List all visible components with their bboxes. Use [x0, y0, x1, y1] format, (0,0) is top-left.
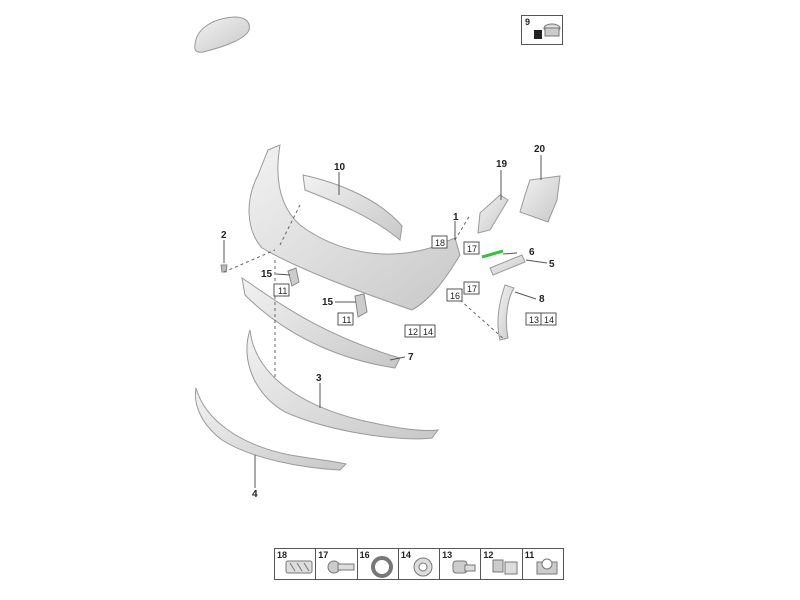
parts-strip-number: 11 — [524, 550, 535, 560]
boxed-callout-17: 17 — [467, 284, 477, 294]
boxed-callout-14: 14 — [423, 327, 433, 337]
bumper-cover-part — [248, 144, 461, 311]
parts-strip-number: 16 — [359, 550, 370, 560]
expansion-nut-icon — [536, 558, 558, 575]
ring-nut-icon — [370, 556, 393, 578]
bolt-icon — [327, 560, 355, 574]
parts-strip-number: 14 — [400, 550, 411, 560]
callout-4: 4 — [252, 489, 258, 500]
callout-6: 6 — [529, 247, 535, 258]
boxed-callout-13: 13 — [529, 315, 539, 325]
callout-8: 8 — [539, 294, 545, 305]
dashed-guides — [223, 204, 506, 380]
side-trim-part — [489, 254, 526, 276]
sensor-icon — [452, 560, 476, 574]
fastener-kit-icon — [534, 23, 561, 39]
spoiler-part — [246, 329, 440, 440]
parts-strip-cell: 14 — [399, 549, 441, 579]
part-9-number: 9 — [525, 17, 531, 27]
boxed-callout-11: 11 — [278, 286, 287, 296]
grille-insert-icon — [285, 560, 313, 574]
lower-lip-part — [194, 387, 347, 471]
boxed-callout-17: 17 — [467, 244, 477, 254]
part-9-thumbnail: 9 — [521, 15, 563, 45]
callout-15: 15 — [322, 297, 334, 308]
callout-10: 10 — [334, 162, 346, 173]
leader-lines — [223, 155, 548, 488]
bracket-part — [477, 194, 509, 234]
parts-strip-number: 17 — [318, 550, 329, 560]
boxed-callout-14: 14 — [544, 315, 554, 325]
upper-trim-part — [302, 174, 403, 241]
highlighted-seal-part — [481, 249, 504, 259]
grille-frame-part — [241, 276, 401, 369]
mount-bracket-part-2 — [354, 293, 368, 318]
callout-19: 19 — [496, 159, 508, 170]
parts-strip-cell: 11 — [523, 549, 563, 579]
boxed-callout-12: 12 — [408, 327, 418, 337]
parts-strip-cell: 16 — [358, 549, 399, 579]
wheel-arch-liner-part — [519, 175, 561, 223]
clip-pair-icon — [492, 559, 518, 575]
boxed-callout-11: 11 — [342, 315, 351, 325]
callout-7: 7 — [408, 352, 414, 363]
parts-strip-cell: 13 — [440, 549, 482, 579]
grommet-icon — [413, 557, 433, 577]
parts-strip-number: 13 — [442, 550, 453, 560]
parts-strip-number: 18 — [277, 550, 288, 560]
parts-strip-cell: 12 — [481, 549, 523, 579]
parts-strip-cell: 17 — [316, 549, 358, 579]
callout-15: 15 — [261, 269, 273, 280]
callout-2: 2 — [221, 230, 227, 241]
vehicle-thumbnail-icon — [194, 16, 250, 53]
arch-trim-part — [497, 284, 515, 341]
small-parts-strip: 18 17 16 14 13 12 11 — [274, 548, 564, 580]
parts-strip-number: 12 — [483, 550, 494, 560]
boxed-callout-labels: 18 17 17 16 11 11 12 14 13 14 — [278, 238, 554, 337]
callout-20: 20 — [534, 144, 546, 155]
boxed-callout-16: 16 — [450, 291, 460, 301]
boxed-callouts — [273, 235, 557, 338]
mount-bracket-part — [287, 267, 300, 287]
parts-strip-cell: 18 — [275, 549, 317, 579]
callout-3: 3 — [316, 373, 322, 384]
clip-part — [220, 264, 228, 273]
callout-1: 1 — [453, 212, 459, 223]
callout-5: 5 — [549, 259, 555, 270]
callout-labels: 10 1 2 15 15 19 20 6 5 8 7 3 4 — [221, 144, 555, 500]
boxed-callout-18: 18 — [435, 238, 445, 248]
